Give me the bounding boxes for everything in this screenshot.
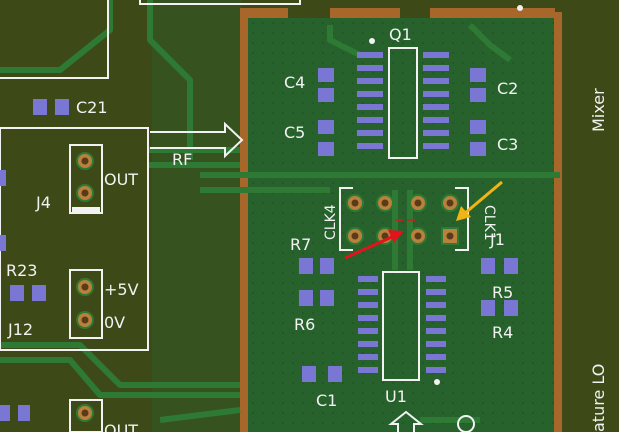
c1-label: C1 [316,391,337,410]
rf-arrow [150,121,244,159]
j4-pin1-marker [72,207,100,213]
c5-label: C5 [284,123,305,142]
c21-label: C21 [76,98,108,117]
quadrature-lo-label: ature LO [589,364,608,432]
plus5v-label: +5V [104,280,139,299]
traces [0,0,560,423]
pin1-dots [369,5,523,432]
out2-label: OUT [104,421,138,432]
yellow-arrow [456,180,503,221]
r6-label: R6 [294,315,315,334]
smd-pads [0,52,518,421]
tht-pads [76,152,459,422]
mixer-label: Mixer [589,88,608,132]
c4-label: C4 [284,73,305,92]
j1-label: J1 [489,230,505,249]
clk4-label: CLK4 [323,204,339,240]
rf-label: RF [172,150,192,169]
r5-label: R5 [492,283,513,302]
silkscreen-outlines [0,0,469,432]
j12-label: J12 [7,320,33,339]
out-label: OUT [104,170,138,189]
c3-label: C3 [497,135,518,154]
r4-label: R4 [492,323,513,342]
via-field [245,18,555,432]
bottom-arrow [388,410,424,432]
copper-strips [240,8,562,432]
r23-label: R23 [6,261,37,280]
c2-label: C2 [497,79,518,98]
zero-v-label: 0V [104,313,125,332]
red-arrow [344,230,404,260]
j4-label: J4 [35,193,51,212]
q1-label: Q1 [389,25,412,44]
u1-label: U1 [385,387,407,406]
r7-label: R7 [290,235,311,254]
clk1-label: CLK1 [481,205,497,241]
